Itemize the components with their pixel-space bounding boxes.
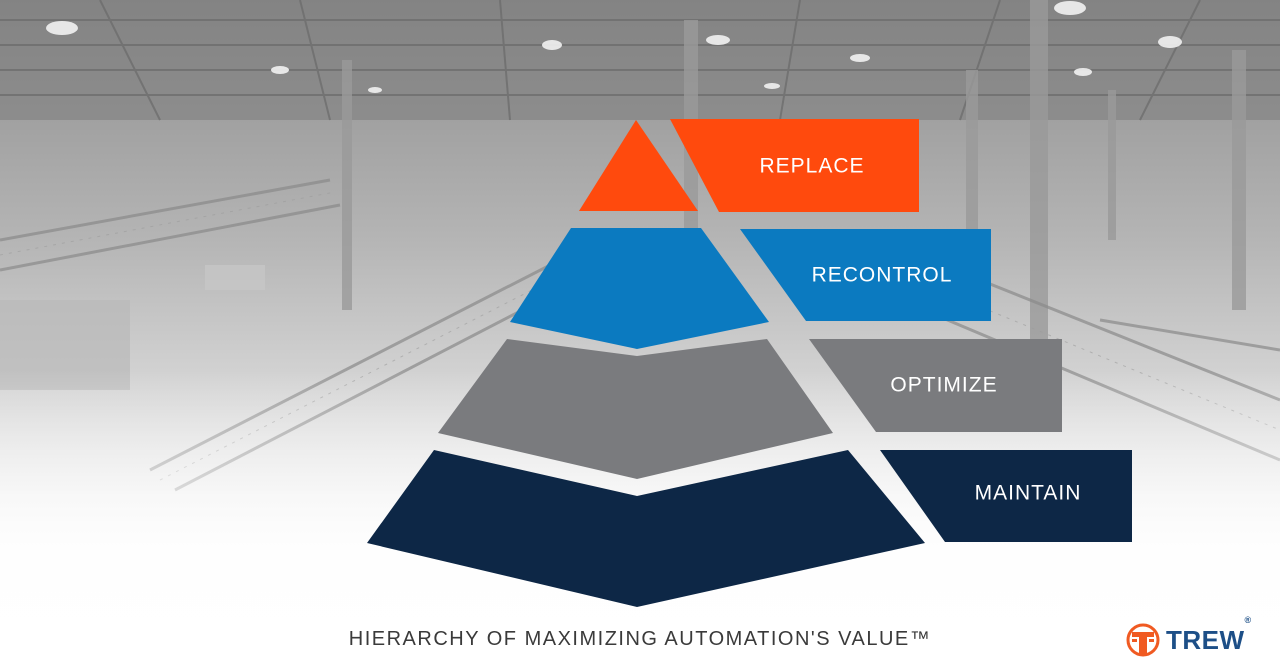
tier-recontrol-label-box [740,229,991,321]
tier-optimize: OPTIMIZE [438,339,1062,479]
tier-replace-label-box [670,119,919,212]
tier-recontrol-trapezoid [510,228,769,349]
tier-recontrol: RECONTROL [510,228,991,349]
trew-logo-icon [1126,623,1160,657]
trew-wordmark: TREW® [1166,614,1252,655]
tier-replace-triangle [579,120,698,211]
tier-maintain: MAINTAIN [367,450,1132,607]
diagram-title: HIERARCHY OF MAXIMIZING AUTOMATION'S VAL… [348,628,932,650]
tier-optimize-label: OPTIMIZE [890,374,997,397]
tier-recontrol-label: RECONTROL [812,264,953,287]
tier-optimize-label-box [809,339,1062,432]
tier-maintain-label: MAINTAIN [975,482,1082,505]
tier-replace: REPLACE [579,119,919,212]
trew-logo: TREW® [1126,614,1252,658]
tier-maintain-label-box [880,450,1132,542]
tier-maintain-trapezoid [367,450,925,607]
tier-optimize-trapezoid [438,339,833,479]
tier-replace-label: REPLACE [759,155,864,178]
